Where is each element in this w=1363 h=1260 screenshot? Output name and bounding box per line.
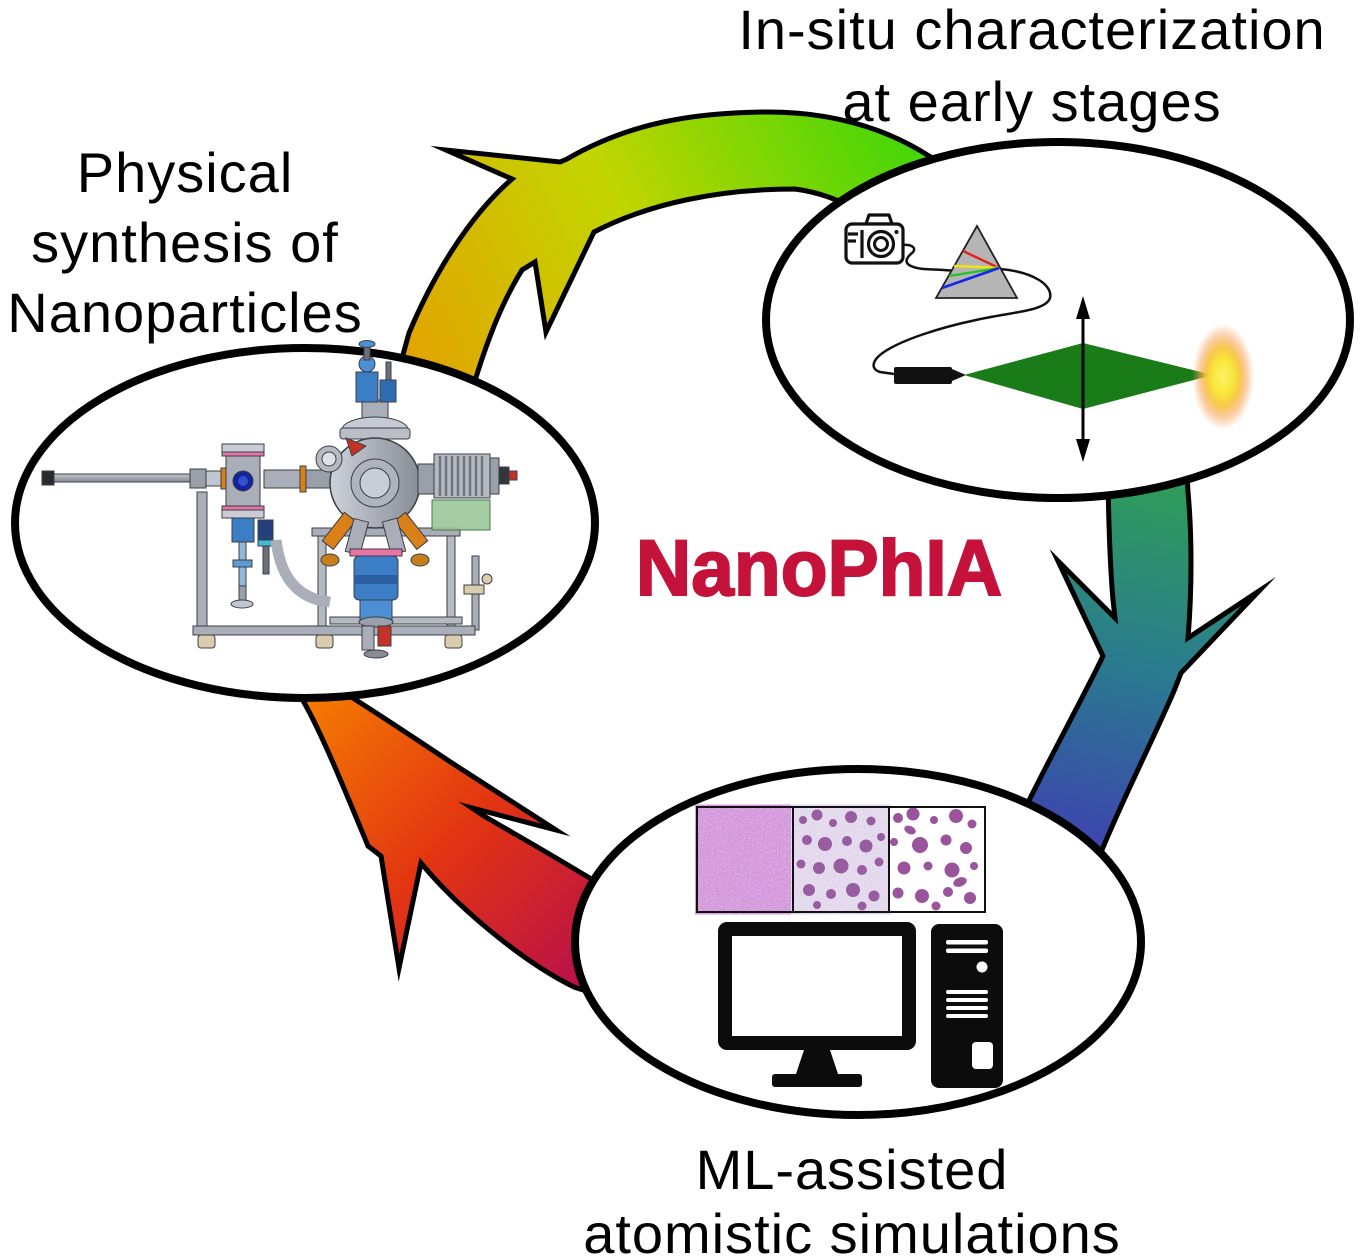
synthesis-ellipse [11, 344, 599, 702]
simulation-label-line1: ML-assisted [695, 1138, 1009, 1201]
snapshot-borders [696, 806, 986, 913]
characterization-content [844, 213, 1254, 462]
simulation-label: ML-assisted atomistic simulations [552, 1138, 1152, 1260]
snapshot-nucleation-blobs [796, 809, 885, 911]
simulation-label-line2: atomistic simulations [583, 1202, 1121, 1260]
laser-sheet-shape [964, 343, 1213, 409]
synthesis-label-line3: Nanoparticles [7, 281, 363, 344]
vacuum-chamber-illustration [41, 340, 518, 659]
simulation-content [696, 806, 1003, 1088]
snapshot-grown-particles [890, 807, 978, 911]
monitor-icon [718, 922, 916, 1087]
laser-collimator-icon [894, 367, 966, 384]
synthesis-label: Physical synthesis of Nanoparticles [0, 138, 376, 348]
machine-bellows [417, 453, 518, 531]
characterization-label-line1: In-situ characterization [738, 0, 1326, 61]
characterization-ellipse [762, 138, 1354, 502]
synthesis-label-line2: synthesis of [31, 211, 339, 274]
synthesis-label-line1: Physical [76, 141, 294, 204]
fiber-cable [872, 243, 1052, 376]
machine-ports [320, 511, 430, 567]
vertical-double-arrow-icon [1076, 296, 1090, 462]
computer-tower-icon [931, 924, 1003, 1088]
machine-gate-valve [349, 548, 403, 659]
cycle-arrows [295, 109, 1277, 1004]
simulation-snapshot-strip [696, 806, 986, 913]
characterization-label: In-situ characterization at early stages [700, 0, 1363, 138]
arrow-characterization-to-simulation [1009, 452, 1277, 873]
characterization-label-line2: at early stages [842, 70, 1222, 133]
machine-main-chamber [315, 340, 421, 529]
camera-icon [844, 213, 905, 265]
plasma-glow [1192, 324, 1254, 430]
machine-instruments [230, 517, 331, 609]
snapshot-dense-noise [697, 807, 793, 912]
machine-rod [41, 468, 207, 489]
project-title: NanoPhIA [635, 522, 1003, 613]
dispersion-prism-icon [934, 224, 1019, 299]
